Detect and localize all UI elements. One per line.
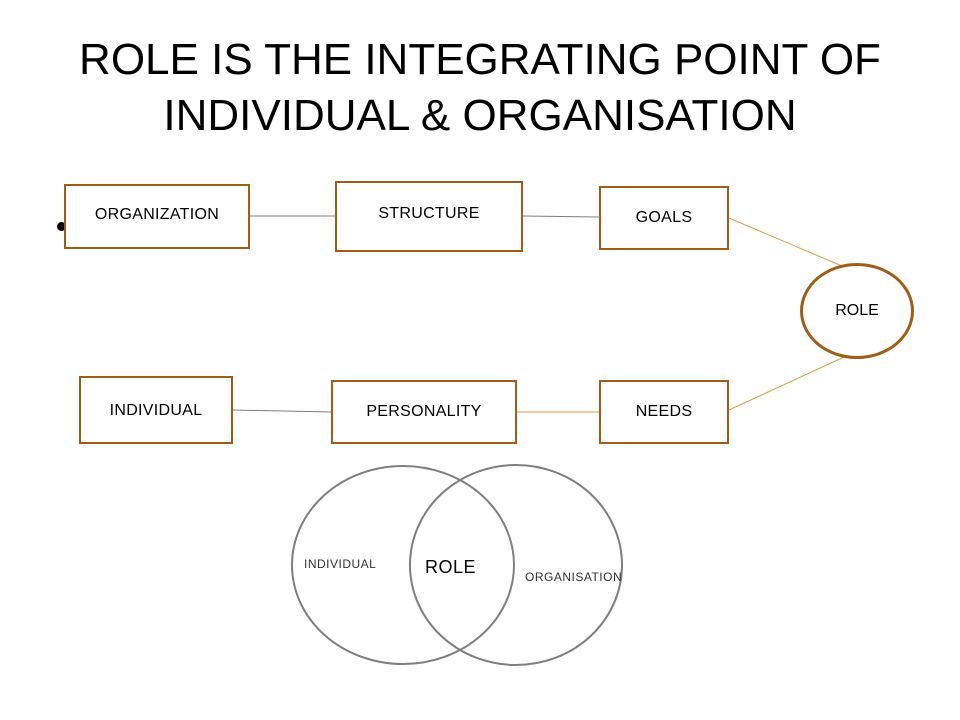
bullet-dot xyxy=(57,222,66,231)
personality-box: PERSONALITY xyxy=(331,380,517,444)
personality-label: PERSONALITY xyxy=(366,403,482,420)
connector-structure-goals xyxy=(522,215,600,218)
role-circle: ROLE xyxy=(800,263,914,359)
venn-circle-organisation xyxy=(409,464,623,666)
connector-goals-role xyxy=(728,217,843,267)
slide-title: ROLE IS THE INTEGRATING POINT OF INDIVID… xyxy=(0,32,960,144)
slide-title-line-2: INDIVIDUAL & ORGANISATION xyxy=(163,91,797,140)
goals-box: GOALS xyxy=(599,186,729,250)
organization-label: ORGANIZATION xyxy=(94,206,220,223)
venn-organisation-label: ORGANISATION xyxy=(525,570,623,584)
venn-role-label: ROLE xyxy=(425,557,477,577)
needs-label: NEEDS xyxy=(635,403,693,420)
individual-label: INDIVIDUAL xyxy=(109,402,203,419)
role-label: ROLE xyxy=(835,302,879,319)
connector-individual-personality xyxy=(232,409,332,413)
connector-needs-role xyxy=(728,356,845,411)
individual-box: INDIVIDUAL xyxy=(79,376,233,444)
organization-box: ORGANIZATION xyxy=(64,184,250,249)
venn-individual-label: INDIVIDUAL xyxy=(304,557,377,571)
venn-circle-individual xyxy=(291,465,515,665)
needs-box: NEEDS xyxy=(599,380,729,444)
structure-box: STRUCTURE xyxy=(335,181,523,252)
structure-label: STRUCTURE xyxy=(378,205,480,222)
slide-title-line-1: ROLE IS THE INTEGRATING POINT OF xyxy=(79,35,881,84)
goals-label: GOALS xyxy=(635,209,693,226)
